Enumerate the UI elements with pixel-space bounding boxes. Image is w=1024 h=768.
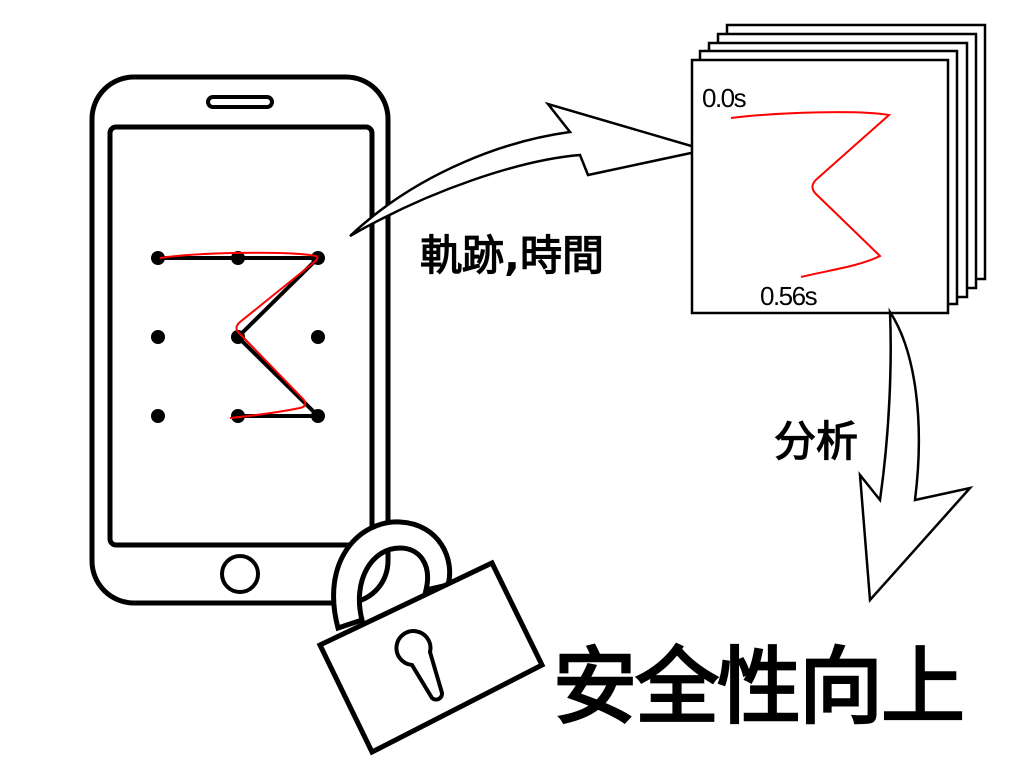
analysis-label: 分析 — [774, 417, 859, 466]
padlock-icon — [316, 519, 546, 756]
arrow-right-icon — [349, 101, 706, 238]
start-time-label: 0.0s — [702, 83, 747, 113]
trajectory-time-label: 軌跡,時間 — [420, 231, 604, 280]
frame-trace — [730, 111, 892, 278]
end-time-label: 0.56s — [760, 281, 818, 311]
pattern-lock-grid — [151, 251, 325, 423]
arrow-down-icon — [858, 307, 974, 604]
finger-trace — [159, 251, 319, 419]
frame-stack — [690, 23, 987, 315]
security-improvement-label: 安全性向上 — [553, 638, 965, 736]
